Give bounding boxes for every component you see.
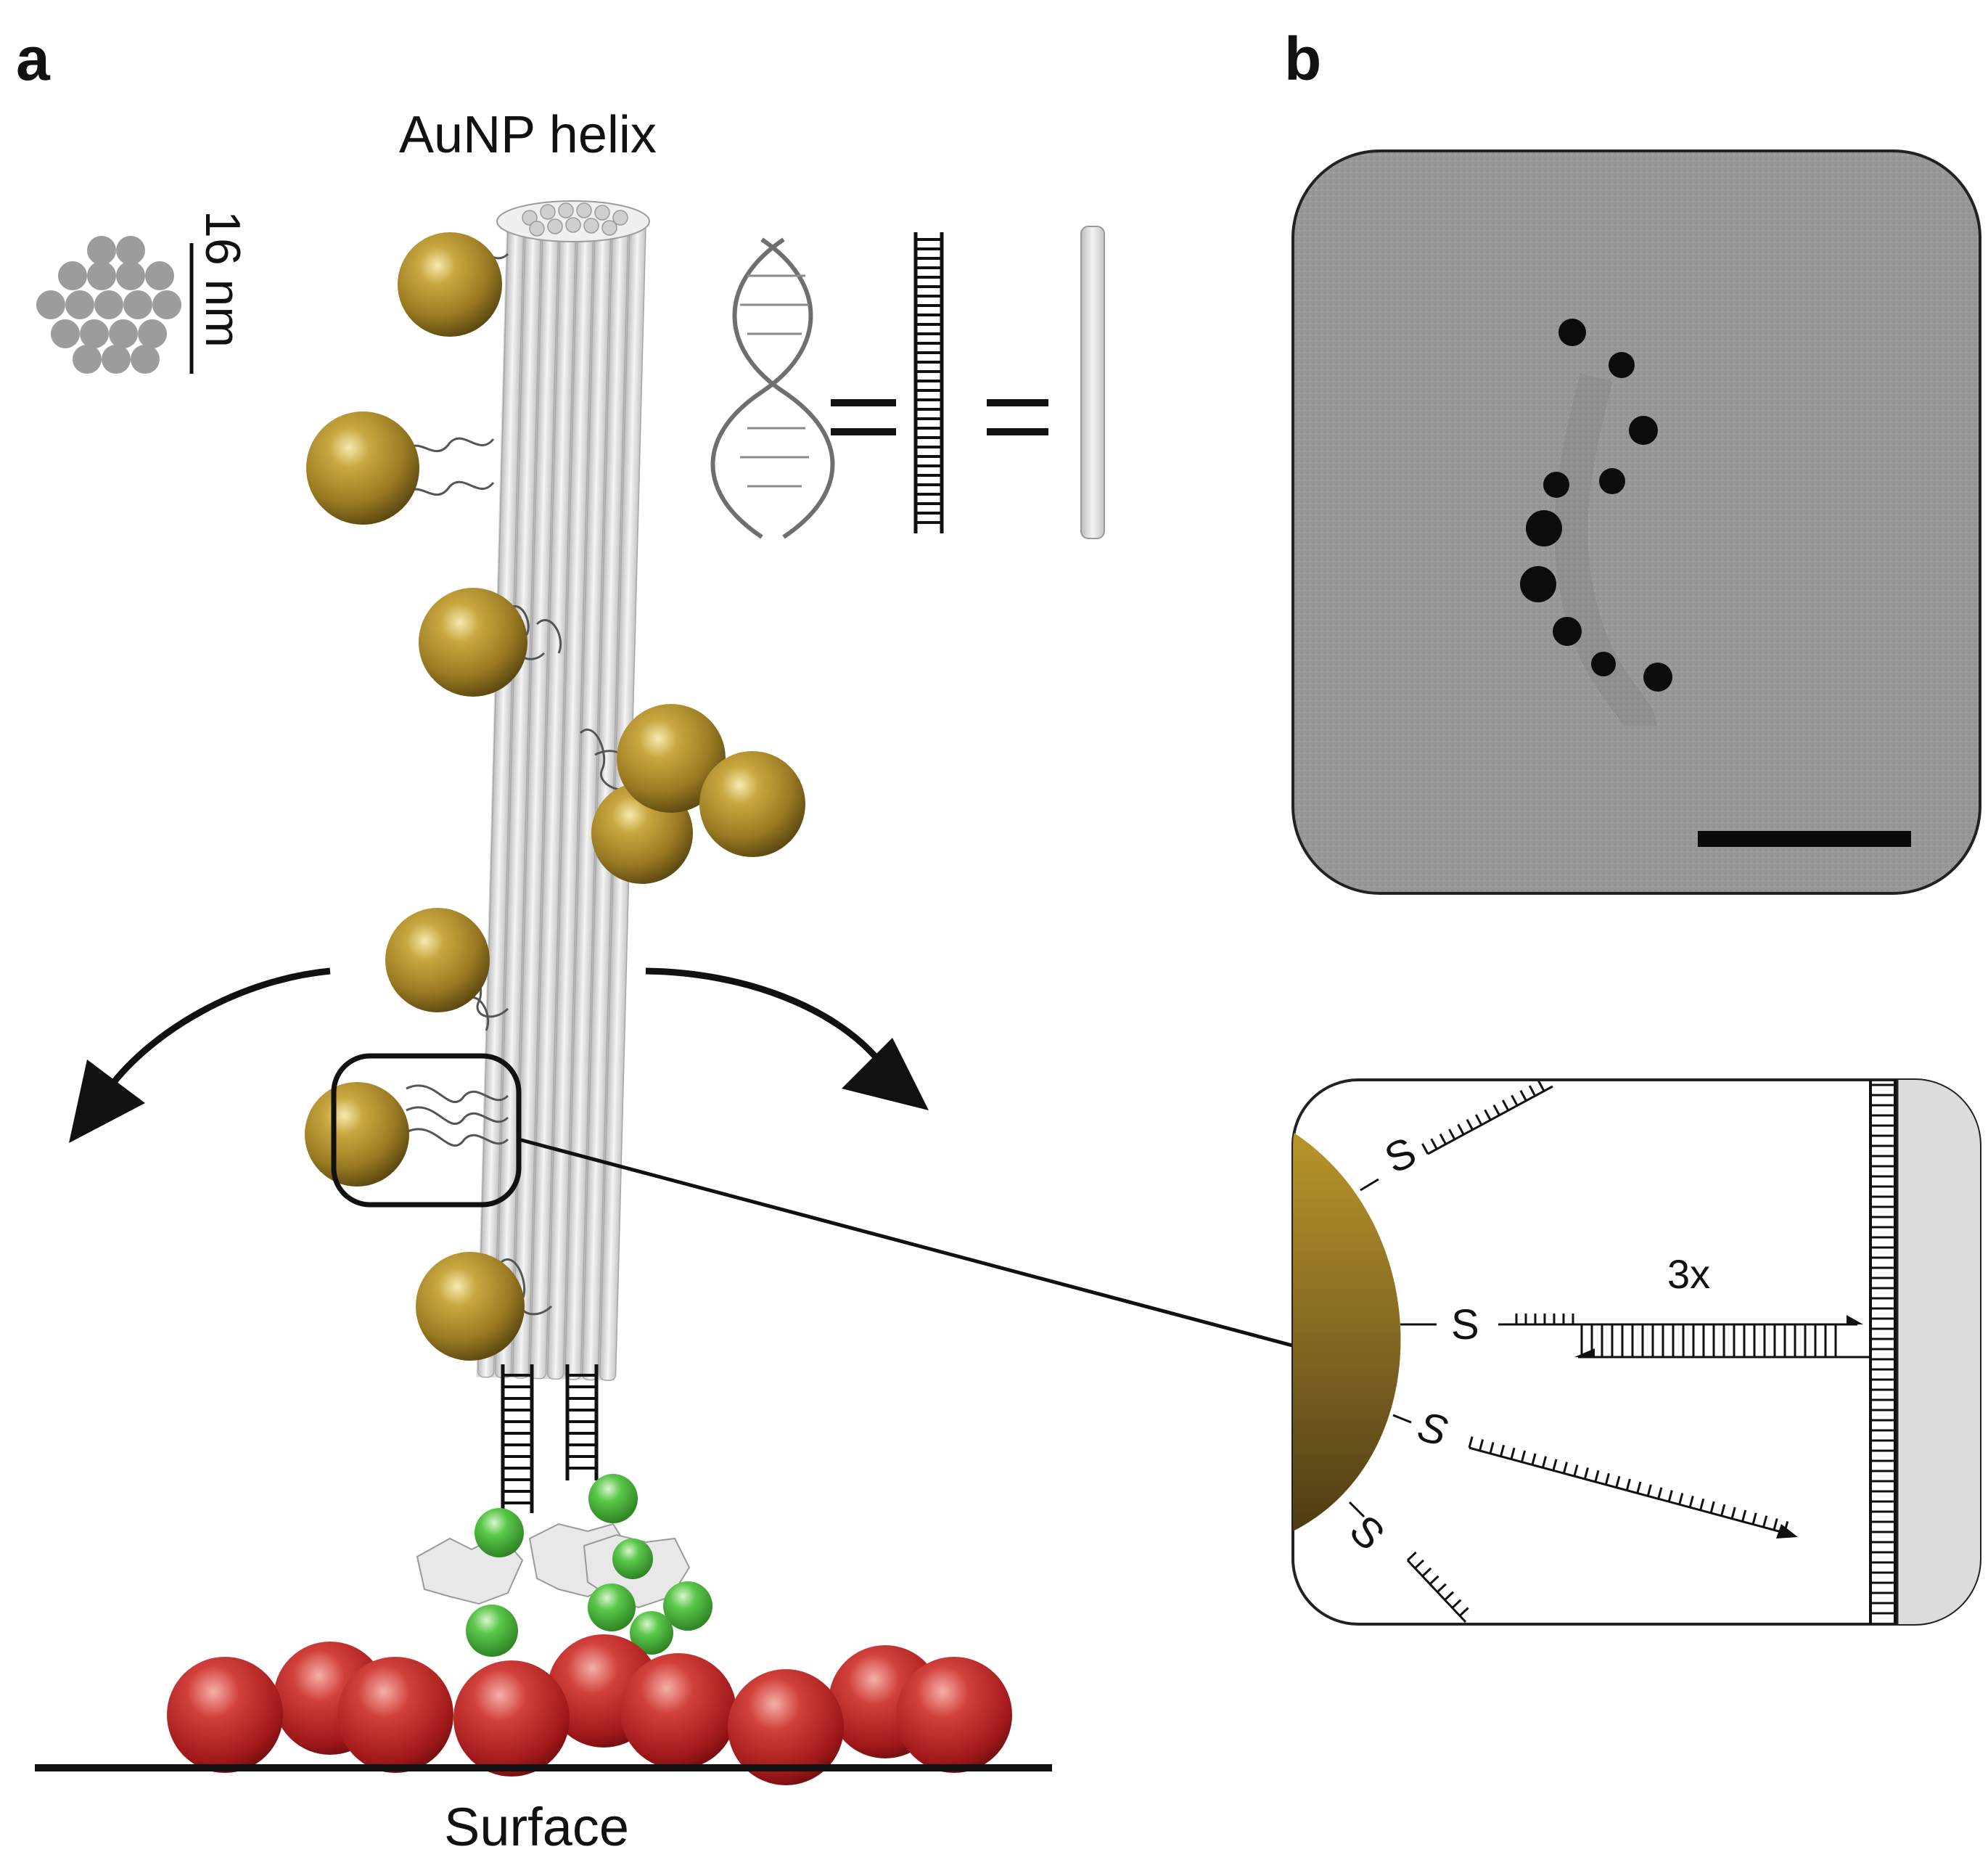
bundle-cross-section-icon [36,236,181,374]
gold-nanoparticle-2 [306,411,419,525]
zoom-connector-line [518,1137,1296,1348]
panel-b-letter: b [1284,25,1321,93]
panel-a-letter: a [16,25,51,93]
equals-sign-2 [987,399,1048,435]
surface-label: Surface [444,1797,629,1857]
gold-nanoparticle-5 [617,704,726,813]
scale-bar-label: 16 nm [195,210,250,348]
gold-nanoparticle-8 [305,1082,409,1187]
repeat-label: 3x [1667,1251,1710,1297]
zoom-inset: S S S S 3x [1291,1078,1981,1626]
surface-tethers [501,1364,599,1513]
tem-micrograph [1291,149,1981,895]
bundle-top-ring [496,200,650,242]
gold-nanoparticle-3 [419,588,527,697]
scale-bar: 16 nm [189,210,250,374]
gold-nanoparticle-1 [398,232,502,337]
biotin-beads [466,1474,712,1657]
tem-particles [1520,319,1672,692]
cylinder-helix-icon [1080,226,1105,539]
ladder-duplex-icon [913,232,944,533]
rotation-arrow-left [69,967,331,1143]
panel-a-title: AuNP helix [399,106,657,164]
thiol-label-2: S [1451,1301,1479,1348]
zoom-highlight-box [331,1053,522,1208]
gold-nanoparticles [305,232,805,1361]
tem-scale-bar [1698,831,1911,847]
dna-double-helix-icon [710,237,835,539]
gold-nanoparticle-6 [699,751,805,857]
surface-beads [167,1634,1012,1785]
gold-nanoparticle-9 [416,1252,525,1361]
rotation-arrow-right [645,967,929,1110]
gold-nanoparticle-7 [385,908,490,1012]
equals-sign-1 [831,399,896,435]
